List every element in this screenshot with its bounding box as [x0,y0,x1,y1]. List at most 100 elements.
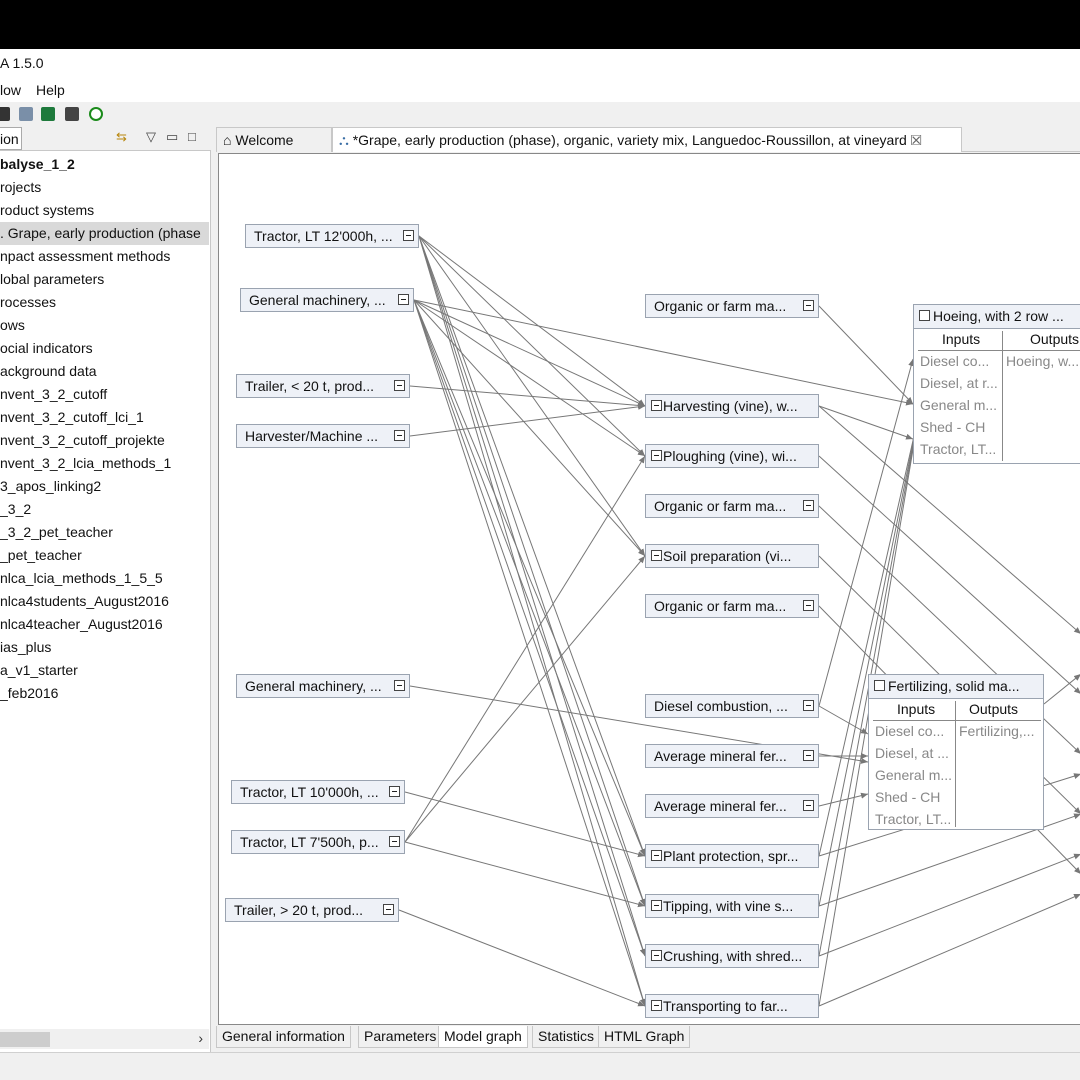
tab-statistics[interactable]: Statistics [532,1026,601,1048]
collapse-icon[interactable] [394,380,405,391]
process-node[interactable]: Organic or farm ma... [645,294,819,318]
nav-tree-item[interactable]: ackground data [0,363,97,379]
print-icon[interactable] [65,107,79,121]
menu-help[interactable]: Help [36,82,65,98]
collapse-icon[interactable] [398,294,409,305]
nav-tree-item[interactable]: nvent_3_2_cutoff [0,386,108,402]
close-icon[interactable]: ☒ [910,132,922,148]
process-node[interactable]: Tipping, with vine s... [645,894,819,918]
navigation-tab[interactable]: ion [0,127,22,150]
tab-model-graph[interactable]: Model graph [438,1026,528,1048]
collapse-icon[interactable] [803,700,814,711]
nav-tree-item[interactable]: ows [0,317,25,333]
nav-tree-item[interactable]: _feb2016 [0,685,59,701]
nav-tree-item[interactable]: nvent_3_2_cutoff_projekte [0,432,165,448]
collapse-icon[interactable] [803,500,814,511]
save-icon[interactable] [0,107,10,121]
graph-edge [404,791,646,858]
process-node[interactable]: Trailer, < 20 t, prod... [236,374,410,398]
nav-tree-item[interactable]: nvent_3_2_lcia_methods_1 [0,455,172,471]
process-node[interactable]: Tractor, LT 12'000h, ... [245,224,419,248]
model-graph-canvas[interactable]: Tractor, LT 12'000h, ... General machiner… [218,153,1080,1025]
process-node[interactable]: Ploughing (vine), wi... [645,444,819,468]
collapse-icon[interactable] [803,750,814,761]
collapse-icon[interactable] [403,230,414,241]
horizontal-scrollbar[interactable]: › [0,1029,209,1049]
collapse-icon[interactable] [803,300,814,311]
tab-product-system[interactable]: ⛬ *Grape, early production (phase), orga… [332,127,962,152]
save-all-icon[interactable] [19,107,33,121]
collapse-icon[interactable] [651,850,662,861]
maximize-icon[interactable]: □ [188,129,196,144]
nav-tree-item[interactable]: 3_apos_linking2 [0,478,102,494]
process-node[interactable]: General machinery, ... [236,674,410,698]
menu-window[interactable]: low [0,82,22,98]
collapse-icon[interactable] [394,430,405,441]
nav-tree-item[interactable]: _pet_teacher [0,547,82,563]
nav-tree-item[interactable]: balyse_1_2 [0,156,75,172]
nav-tree-item[interactable]: _3_2 [0,501,32,517]
graph-edge [418,235,646,857]
navigation-header: ion ⇆ ▽ ▭ □ [0,126,211,151]
process-node-label: Harvesting (vine), w... [663,398,798,414]
scrollbar-thumb[interactable] [0,1032,50,1047]
collapse-icon[interactable] [651,450,662,461]
collapse-icon[interactable] [651,400,662,411]
link-editor-icon[interactable]: ⇆ [116,129,127,144]
nav-tree-item[interactable]: lobal parameters [0,271,105,287]
scroll-right-icon[interactable]: › [198,1030,203,1046]
nav-tree-item[interactable]: roduct systems [0,202,95,218]
process-node[interactable]: Organic or farm ma... [645,494,819,518]
process-node[interactable]: Tractor, LT 10'000h, ... [231,780,405,804]
collapse-icon[interactable] [389,836,400,847]
collapse-icon[interactable] [383,904,394,915]
nav-tree-item[interactable]: nlca_lcia_methods_1_5_5 [0,570,163,586]
run-icon[interactable] [89,107,103,121]
nav-tree-item[interactable]: nlca4teacher_August2016 [0,616,163,632]
process-node[interactable]: Average mineral fer... [645,744,819,768]
nav-tree-item[interactable]: _3_2_pet_teacher [0,524,113,540]
collapse-icon[interactable] [651,1000,662,1011]
process-node[interactable]: Crushing, with shred... [645,944,819,968]
collapse-icon[interactable] [874,680,885,691]
input-flow: General m... [875,767,953,783]
nav-tree-item[interactable]: ocial indicators [0,340,93,356]
nav-tree-item[interactable]: nlca4students_August2016 [0,593,169,609]
home-icon: ⌂ [223,132,232,148]
view-menu-icon[interactable]: ▽ [146,129,156,144]
nav-tree-item[interactable]: a_v1_starter [0,662,78,678]
collapse-icon[interactable] [651,550,662,561]
process-node[interactable]: Organic or farm ma... [645,594,819,618]
process-node[interactable]: Average mineral fer... [645,794,819,818]
minimize-icon[interactable]: ▭ [166,129,179,144]
tab-html-graph[interactable]: HTML Graph [598,1026,691,1048]
nav-tree-item[interactable]: nvent_3_2_cutoff_lci_1 [0,409,144,425]
process-node[interactable]: Tractor, LT 7'500h, p... [231,830,405,854]
nav-tree-item[interactable]: ias_plus [0,639,52,655]
collapse-icon[interactable] [651,900,662,911]
process-node[interactable]: Harvester/Machine ... [236,424,410,448]
tab-general-information[interactable]: General information [216,1026,351,1048]
collapse-icon[interactable] [651,950,662,961]
tab-parameters[interactable]: Parameters [358,1026,443,1048]
collapse-icon[interactable] [394,680,405,691]
process-node[interactable]: Soil preparation (vi... [645,544,819,568]
process-node[interactable]: Diesel combustion, ... [645,694,819,718]
process-node[interactable]: Plant protection, spr... [645,844,819,868]
nav-tree-item[interactable]: rojects [0,179,42,195]
process-node[interactable]: Harvesting (vine), w... [645,394,819,418]
tab-welcome[interactable]: ⌂ Welcome [216,127,332,152]
collapse-icon[interactable] [803,600,814,611]
nav-tree-item[interactable]: npact assessment methods [0,248,171,264]
nav-tree-item[interactable]: . Grape, early production (phase [0,222,209,245]
collapse-icon[interactable] [803,800,814,811]
excel-export-icon[interactable] [41,107,55,121]
process-node[interactable]: General machinery, ... [240,288,414,312]
process-node[interactable]: Transporting to far... [645,994,819,1018]
process-node[interactable]: Trailer, > 20 t, prod... [225,898,399,922]
collapse-icon[interactable] [919,310,930,321]
collapse-icon[interactable] [389,786,400,797]
nav-tree-item[interactable]: rocesses [0,294,57,310]
